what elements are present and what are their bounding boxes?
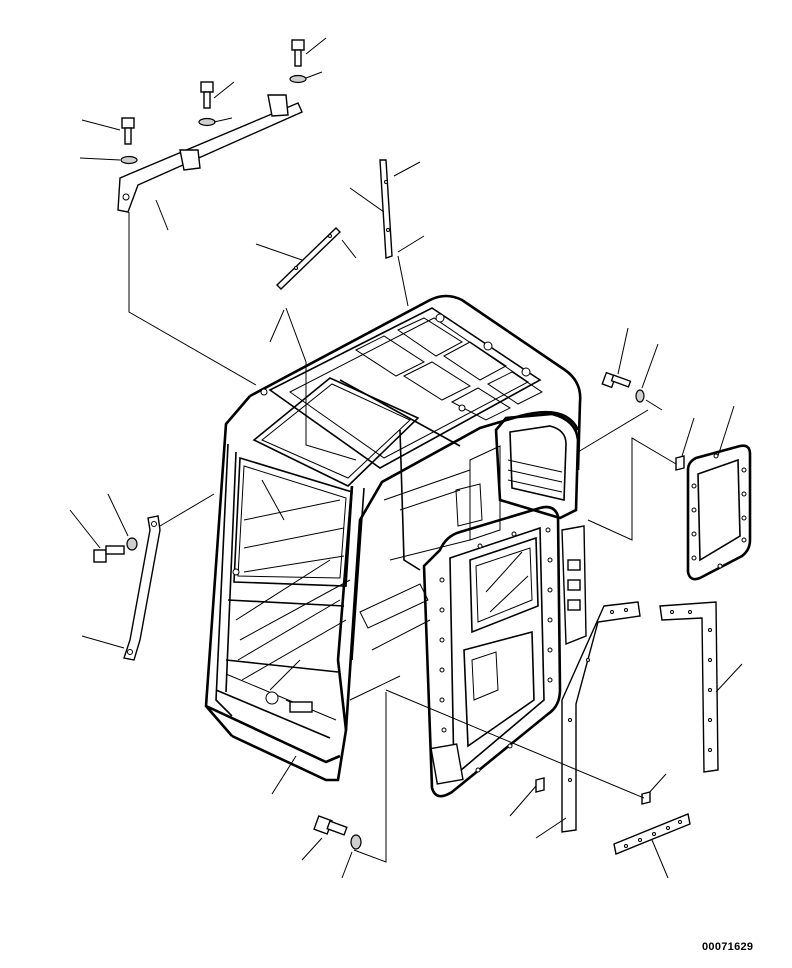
diagonal-roof-strip	[255, 227, 357, 461]
bracket-bolt-3	[289, 39, 307, 84]
bottom-bolt	[301, 815, 362, 879]
vertical-roof-strip	[349, 159, 425, 307]
door-panel	[422, 505, 562, 798]
drawing-number: 00071629	[702, 941, 754, 953]
bracket-bolt-2	[198, 81, 216, 127]
rear-roof-bracket	[117, 94, 303, 213]
bracket-leader-lines	[79, 37, 327, 386]
bottom-seal-strip	[613, 773, 691, 879]
door-leader-lines	[353, 689, 645, 863]
side-bolt-right	[601, 327, 663, 411]
left-bolt	[69, 493, 138, 563]
interior-leader-lines	[261, 479, 301, 795]
left-grab-bar	[81, 493, 215, 661]
side-window-gasket	[577, 405, 752, 581]
cab-body	[204, 294, 587, 782]
l-seal-strip-left	[535, 601, 641, 839]
bracket-bolt-1	[120, 117, 138, 165]
l-seal-strip-right	[659, 601, 743, 773]
